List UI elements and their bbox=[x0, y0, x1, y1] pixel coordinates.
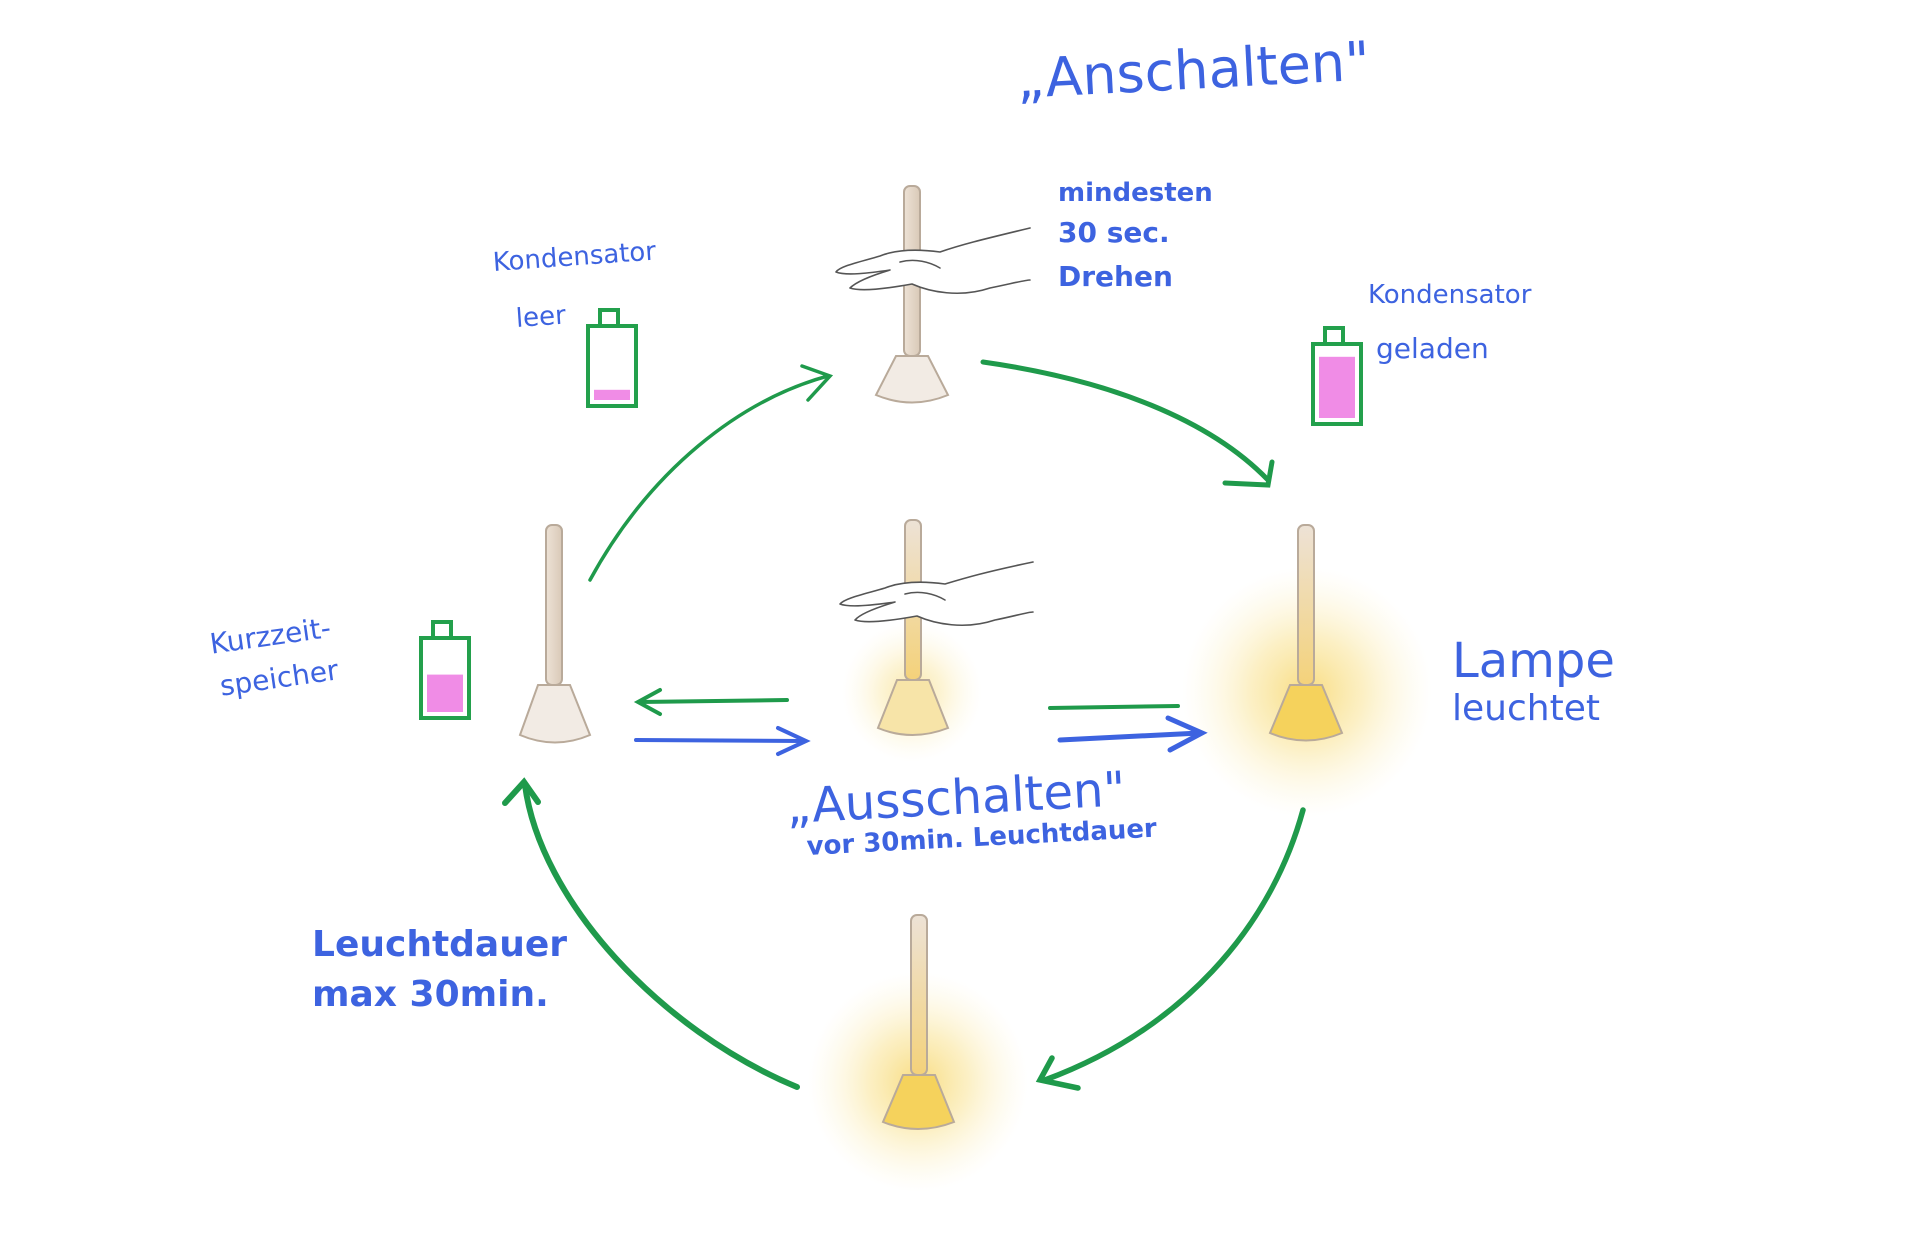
arrow-center-to-right-blue bbox=[1057, 715, 1208, 753]
lamp-icon bbox=[874, 185, 950, 404]
mindestens-line1: mindesten bbox=[1058, 178, 1213, 208]
leuchtdauer-line2: max 30min. bbox=[312, 974, 549, 1015]
mindestens-line2: 30 sec. bbox=[1058, 216, 1170, 249]
cycle-arrow-left-to-top bbox=[588, 364, 834, 582]
battery-icon bbox=[1311, 326, 1363, 426]
lamp-icon bbox=[1268, 524, 1344, 742]
battery-icon bbox=[419, 620, 471, 720]
hand-icon bbox=[839, 561, 1034, 627]
hand-icon bbox=[835, 227, 1031, 295]
arrow-center-to-left bbox=[633, 688, 789, 716]
kondensator-geladen-line1: Kondensator bbox=[1368, 280, 1532, 310]
lampe-line1: Lampe bbox=[1452, 633, 1615, 689]
cycle-arrow-top-to-right bbox=[980, 359, 1275, 488]
arrow-left-to-center bbox=[634, 726, 811, 756]
lampe-line2: leuchtet bbox=[1452, 688, 1600, 729]
lamp-icon bbox=[518, 524, 592, 744]
battery-icon bbox=[586, 308, 638, 408]
arrow-center-to-right-green bbox=[1048, 704, 1180, 710]
kondensator-geladen-line2: geladen bbox=[1376, 332, 1489, 365]
leuchtdauer-line1: Leuchtdauer bbox=[312, 924, 568, 965]
mindestens-line3: Drehen bbox=[1058, 260, 1173, 293]
cycle-arrow-right-to-bottom bbox=[1035, 807, 1306, 1091]
cycle-arrow-bottom-to-left bbox=[502, 777, 800, 1090]
kondensator-leer-line2: leer bbox=[514, 300, 567, 334]
lamp-icon bbox=[881, 914, 956, 1130]
